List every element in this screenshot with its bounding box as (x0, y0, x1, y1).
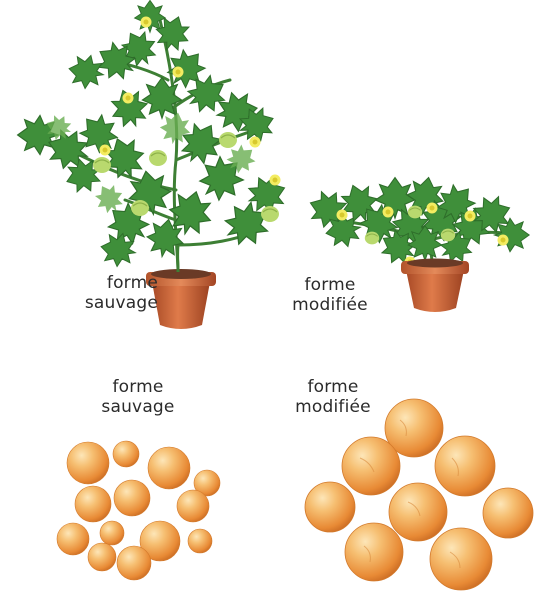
wild-fruit (148, 447, 190, 489)
label-fruit-modified: forme modifiée (278, 377, 388, 417)
modified-plant-pot (401, 259, 469, 313)
wild-fruit (188, 529, 212, 553)
wild-fruit (88, 543, 116, 571)
wild-fruit (114, 480, 150, 516)
modified-fruit (430, 528, 492, 590)
wild-fruit (100, 521, 124, 545)
modified-plant-leaves (304, 174, 529, 270)
wild-fruit (177, 490, 209, 522)
label-fruit-wild: forme sauvage (78, 377, 198, 417)
label-plant-modified: forme modifiée (280, 275, 380, 315)
modified-fruit (483, 488, 533, 538)
modified-fruit (345, 523, 403, 581)
wild-fruits-group (57, 441, 220, 580)
modified-fruits-group (305, 399, 533, 590)
modified-fruit (435, 436, 495, 496)
label-plant-wild: forme sauvage (38, 273, 158, 313)
label-plant-wild-line1: forme (38, 273, 158, 293)
label-plant-wild-line2: sauvage (38, 293, 158, 313)
modified-fruit (305, 482, 355, 532)
label-fruit-modified-line1: forme (278, 377, 388, 397)
wild-fruit (117, 546, 151, 580)
wild-fruit (67, 442, 109, 484)
wild-fruit (113, 441, 139, 467)
label-fruit-modified-line2: modifiée (278, 397, 388, 417)
label-plant-modified-line1: forme (280, 275, 380, 295)
wild-fruit (57, 523, 89, 555)
label-fruit-wild-line2: sauvage (78, 397, 198, 417)
label-fruit-wild-line1: forme (78, 377, 198, 397)
wild-fruit (75, 486, 111, 522)
modified-fruit (389, 483, 447, 541)
label-plant-modified-line2: modifiée (280, 295, 380, 315)
